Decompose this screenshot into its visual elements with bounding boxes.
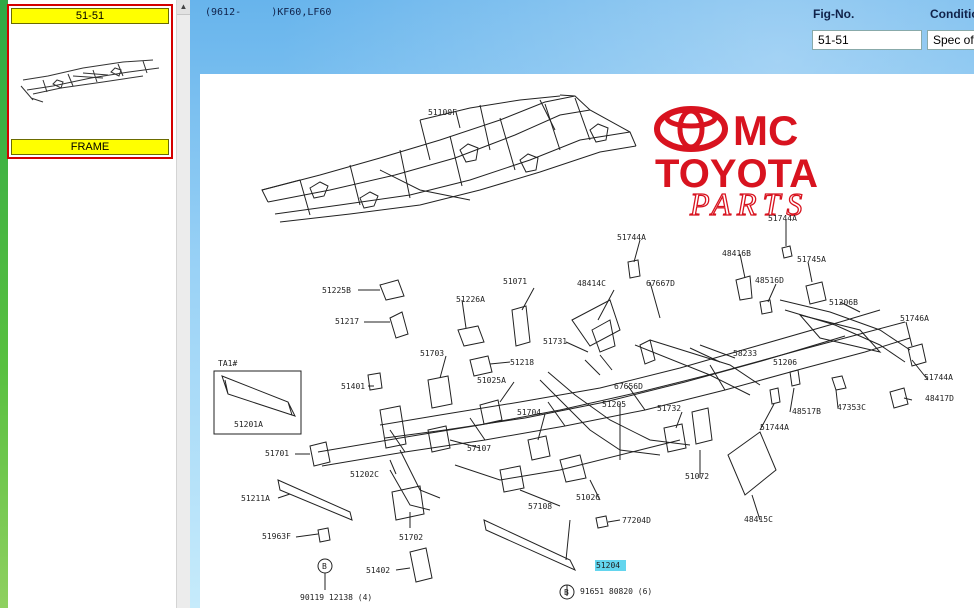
parts-diagram: MC TOYOTA PARTS <box>200 74 974 608</box>
part-label-57108[interactable]: 57108 <box>528 502 552 511</box>
part-label-51402[interactable]: 51402 <box>366 566 390 575</box>
part-label-51963f[interactable]: 51963F <box>262 532 291 541</box>
part-label-51072[interactable]: 51072 <box>685 472 709 481</box>
frame-thumbnail-image <box>20 59 160 103</box>
part-label-51206b[interactable]: 51206B <box>829 298 858 307</box>
omc-toyota-parts-logo: MC TOYOTA PARTS <box>654 106 818 223</box>
fig-no-input[interactable] <box>812 30 922 50</box>
part-label-51731[interactable]: 51731 <box>543 337 567 346</box>
thumbnail-figure-code: 51-51 <box>11 8 169 24</box>
part-label-48414c[interactable]: 48414C <box>577 279 606 288</box>
part-label-77204d[interactable]: 77204D <box>622 516 651 525</box>
part-label-bolt-right[interactable]: 91651 80820 (6) <box>580 587 652 596</box>
inset-title: TA1# <box>218 359 237 368</box>
window-edge-stripe <box>0 0 8 608</box>
part-label-51218[interactable]: 51218 <box>510 358 534 367</box>
part-label-51702[interactable]: 51702 <box>399 533 423 542</box>
part-51211a <box>277 479 353 521</box>
variant-inset-box <box>213 370 302 435</box>
part-label-51204-highlighted[interactable]: 51204 <box>596 561 620 570</box>
sidebar-scrollbar[interactable]: ▲ <box>176 0 190 608</box>
part-label-51703[interactable]: 51703 <box>420 349 444 358</box>
scroll-up-icon[interactable]: ▲ <box>177 0 190 15</box>
highlight-51204 <box>595 560 626 571</box>
part-label-51746a[interactable]: 51746A <box>900 314 929 323</box>
logo-text-toyota: TOYOTA <box>655 152 818 196</box>
part-label-51100f[interactable]: 51100F <box>428 108 457 117</box>
part-51204 <box>483 519 577 572</box>
part-label-48416b[interactable]: 48416B <box>722 249 751 258</box>
part-label-51025a[interactable]: 51025A <box>477 376 506 385</box>
part-label-51744a-right[interactable]: 51744A <box>924 373 953 382</box>
part-label-51744a-low[interactable]: 51744A <box>760 423 789 432</box>
figure-thumbnail-card[interactable]: 51-51 FRAME <box>7 4 173 159</box>
part-label-47353c[interactable]: 47353C <box>837 403 866 412</box>
part-label-51202c[interactable]: 51202C <box>350 470 379 479</box>
condition-label: Condition <box>930 7 974 21</box>
model-code-text: (9612- )KF60,LF60 <box>205 7 332 18</box>
part-label-51745a[interactable]: 51745A <box>797 255 826 264</box>
part-label-51206[interactable]: 51206 <box>773 358 797 367</box>
bolt-marker-b-right: B <box>564 588 569 597</box>
part-label-48415c[interactable]: 48415C <box>744 515 773 524</box>
part-label-51217[interactable]: 51217 <box>335 317 359 326</box>
part-label-51026[interactable]: 51026 <box>576 493 600 502</box>
part-label-51211a[interactable]: 51211A <box>241 494 270 503</box>
condition-input[interactable] <box>927 30 974 50</box>
logo-text-parts: PARTS <box>689 186 808 222</box>
part-label-51205[interactable]: 51205 <box>602 400 626 409</box>
bolt-marker-b-left: B <box>322 562 327 571</box>
navigation-pane: 51-51 FRAME ▲ <box>0 0 191 608</box>
part-label-51225b[interactable]: 51225B <box>322 286 351 295</box>
part-label-51201a[interactable]: 51201A <box>234 420 263 429</box>
part-label-51226a[interactable]: 51226A <box>456 295 485 304</box>
part-label-48517b[interactable]: 48517B <box>792 407 821 416</box>
part-label-51744a-top[interactable]: 51744A <box>768 214 797 223</box>
part-label-67656d[interactable]: 67656D <box>614 382 643 391</box>
part-label-48417d[interactable]: 48417D <box>925 394 954 403</box>
part-label-51744a-mid[interactable]: 51744A <box>617 233 646 242</box>
part-label-48516d[interactable]: 48516D <box>755 276 784 285</box>
frame-assembly-drawing <box>261 94 637 223</box>
part-label-51732[interactable]: 51732 <box>657 404 681 413</box>
frame-exploded-view: MC TOYOTA PARTS <box>213 94 954 602</box>
part-label-58233[interactable]: 58233 <box>733 349 757 358</box>
part-51225b <box>379 279 405 301</box>
part-labels: 51100F 51744A 51744A 48416B 48516D 51745… <box>218 108 954 602</box>
part-label-67667d[interactable]: 67667D <box>646 279 675 288</box>
part-label-57107[interactable]: 57107 <box>467 444 491 453</box>
thumbnail-figure-name: FRAME <box>11 139 169 155</box>
part-label-51701[interactable]: 51701 <box>265 449 289 458</box>
part-label-51704[interactable]: 51704 <box>517 408 541 417</box>
part-label-51071[interactable]: 51071 <box>503 277 527 286</box>
fig-no-label: Fig-No. <box>813 7 855 21</box>
logo-text-mc: MC <box>733 107 798 154</box>
part-label-bolt-left[interactable]: 90119 12138 (4) <box>300 593 372 602</box>
part-label-51401[interactable]: 51401 <box>341 382 365 391</box>
